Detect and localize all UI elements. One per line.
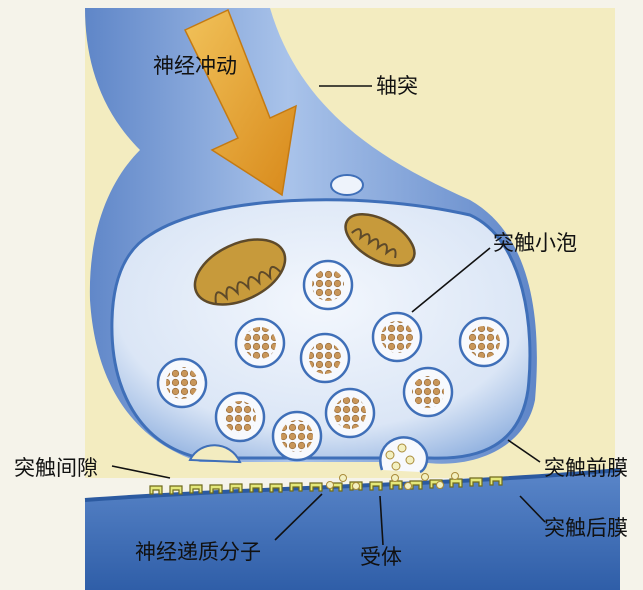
synaptic-vesicle: [158, 359, 206, 407]
neurotransmitter-molecule: [437, 482, 444, 489]
synaptic-vesicle: [373, 313, 421, 361]
synaptic-vesicle: [326, 389, 374, 437]
synaptic-vesicle: [236, 319, 284, 367]
neurotransmitter-molecule: [452, 473, 459, 480]
neurotransmitter-molecule: [340, 475, 347, 482]
label-receptor: 受体: [360, 547, 402, 568]
neurotransmitter-molecule: [422, 474, 429, 481]
synaptic-vesicle: [273, 412, 321, 460]
synaptic-vesicle: [460, 318, 508, 366]
synaptic-vesicle: [216, 393, 264, 441]
synaptic-vesicle: [404, 368, 452, 416]
label-presynaptic-membrane: 突触前膜: [544, 458, 628, 479]
label-nerve-impulse: 神经冲动: [153, 56, 237, 77]
neurotransmitter-molecule: [405, 483, 412, 490]
label-axon: 轴突: [376, 76, 418, 97]
neurotransmitter-molecule: [392, 475, 399, 482]
neurotransmitter-molecule: [327, 482, 334, 489]
label-neurotransmitter: 神经递质分子: [135, 542, 261, 563]
exocytosis-vesicle: [380, 437, 427, 472]
label-synaptic-cleft: 突触间隙: [14, 458, 98, 479]
label-postsynaptic-membrane: 突触后膜: [544, 518, 628, 539]
small-vesicle: [331, 175, 363, 195]
synaptic-vesicle: [304, 261, 352, 309]
synaptic-vesicle: [301, 334, 349, 382]
neurotransmitter-molecule: [353, 483, 360, 490]
label-synaptic-vesicle: 突触小泡: [493, 233, 577, 254]
